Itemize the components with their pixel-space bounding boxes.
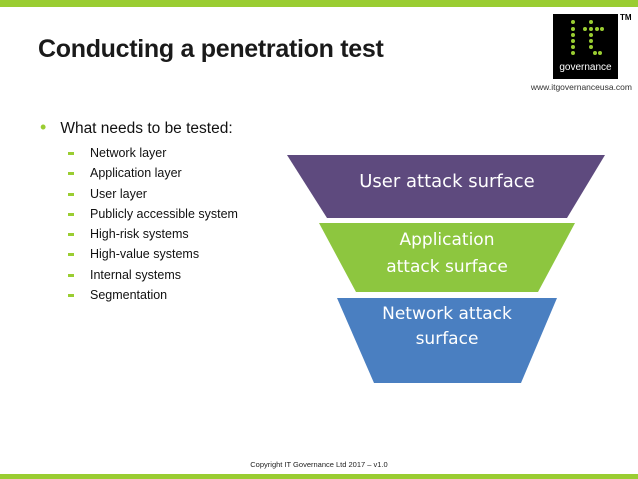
dash-bullet-icon xyxy=(68,253,74,257)
dash-bullet-icon xyxy=(68,172,74,176)
list-item-text: Application layer xyxy=(90,166,182,181)
list-item-text: Network layer xyxy=(90,146,167,160)
copyright-footer: Copyright IT Governance Ltd 2017 – v1.0 xyxy=(250,460,388,469)
list-item: High-value systems xyxy=(68,244,238,264)
list-item-text: Segmentation xyxy=(90,288,168,303)
list-item: User layer xyxy=(68,184,238,204)
list-item: Segmentation xyxy=(68,285,238,305)
logo-trademark: TM xyxy=(620,13,632,22)
main-bullet-text: What needs to be tested: xyxy=(60,120,233,137)
slide-title: Conducting a penetration test xyxy=(38,35,384,63)
bottom-accent-bar xyxy=(0,474,638,479)
list-item-text: High-value systems xyxy=(90,247,200,262)
funnel-network-line2: surface xyxy=(415,329,479,349)
list-item: High-risk systems xyxy=(68,224,238,244)
logo-wordmark: governance xyxy=(559,62,612,73)
dash-bullet-icon xyxy=(68,233,74,237)
dash-bullet-icon xyxy=(68,192,74,196)
main-bullet: • What needs to be tested: xyxy=(40,117,233,138)
funnel-application-label: Application attack surface xyxy=(356,227,538,281)
logo-url: www.itgovernanceusa.com xyxy=(530,82,632,92)
dash-bullet-icon xyxy=(68,152,74,155)
funnel-application-line2: attack surface xyxy=(386,257,508,277)
funnel-user-layer xyxy=(287,155,605,218)
funnel-network-layer xyxy=(337,298,557,383)
tested-items-list: Network layer Application layer User lay… xyxy=(68,143,238,305)
list-item-text: Internal systems xyxy=(90,267,182,282)
itgovernance-logo: governance xyxy=(553,14,618,79)
funnel-application-layer xyxy=(319,223,575,292)
list-item: Publicly accessible system xyxy=(68,204,238,224)
list-item-text: High-risk systems xyxy=(90,227,189,242)
funnel-network-label: Network attack surface xyxy=(362,302,532,352)
funnel-network-line1: Network attack xyxy=(382,304,512,324)
top-accent-bar xyxy=(0,0,638,7)
dash-bullet-icon xyxy=(68,273,74,277)
funnel-user-label: User attack surface xyxy=(359,171,535,192)
dash-bullet-icon xyxy=(68,212,74,216)
list-item: Internal systems xyxy=(68,265,238,285)
dash-bullet-icon xyxy=(68,294,74,298)
funnel-application-line1: Application xyxy=(399,230,495,250)
list-item-text: Publicly accessible system xyxy=(90,206,238,221)
logo-it-dots-icon xyxy=(571,20,604,55)
list-item: Network layer xyxy=(68,143,238,163)
list-item-text: User layer xyxy=(90,186,147,201)
bullet-dot-icon: • xyxy=(40,117,47,137)
list-item: Application layer xyxy=(68,163,238,183)
